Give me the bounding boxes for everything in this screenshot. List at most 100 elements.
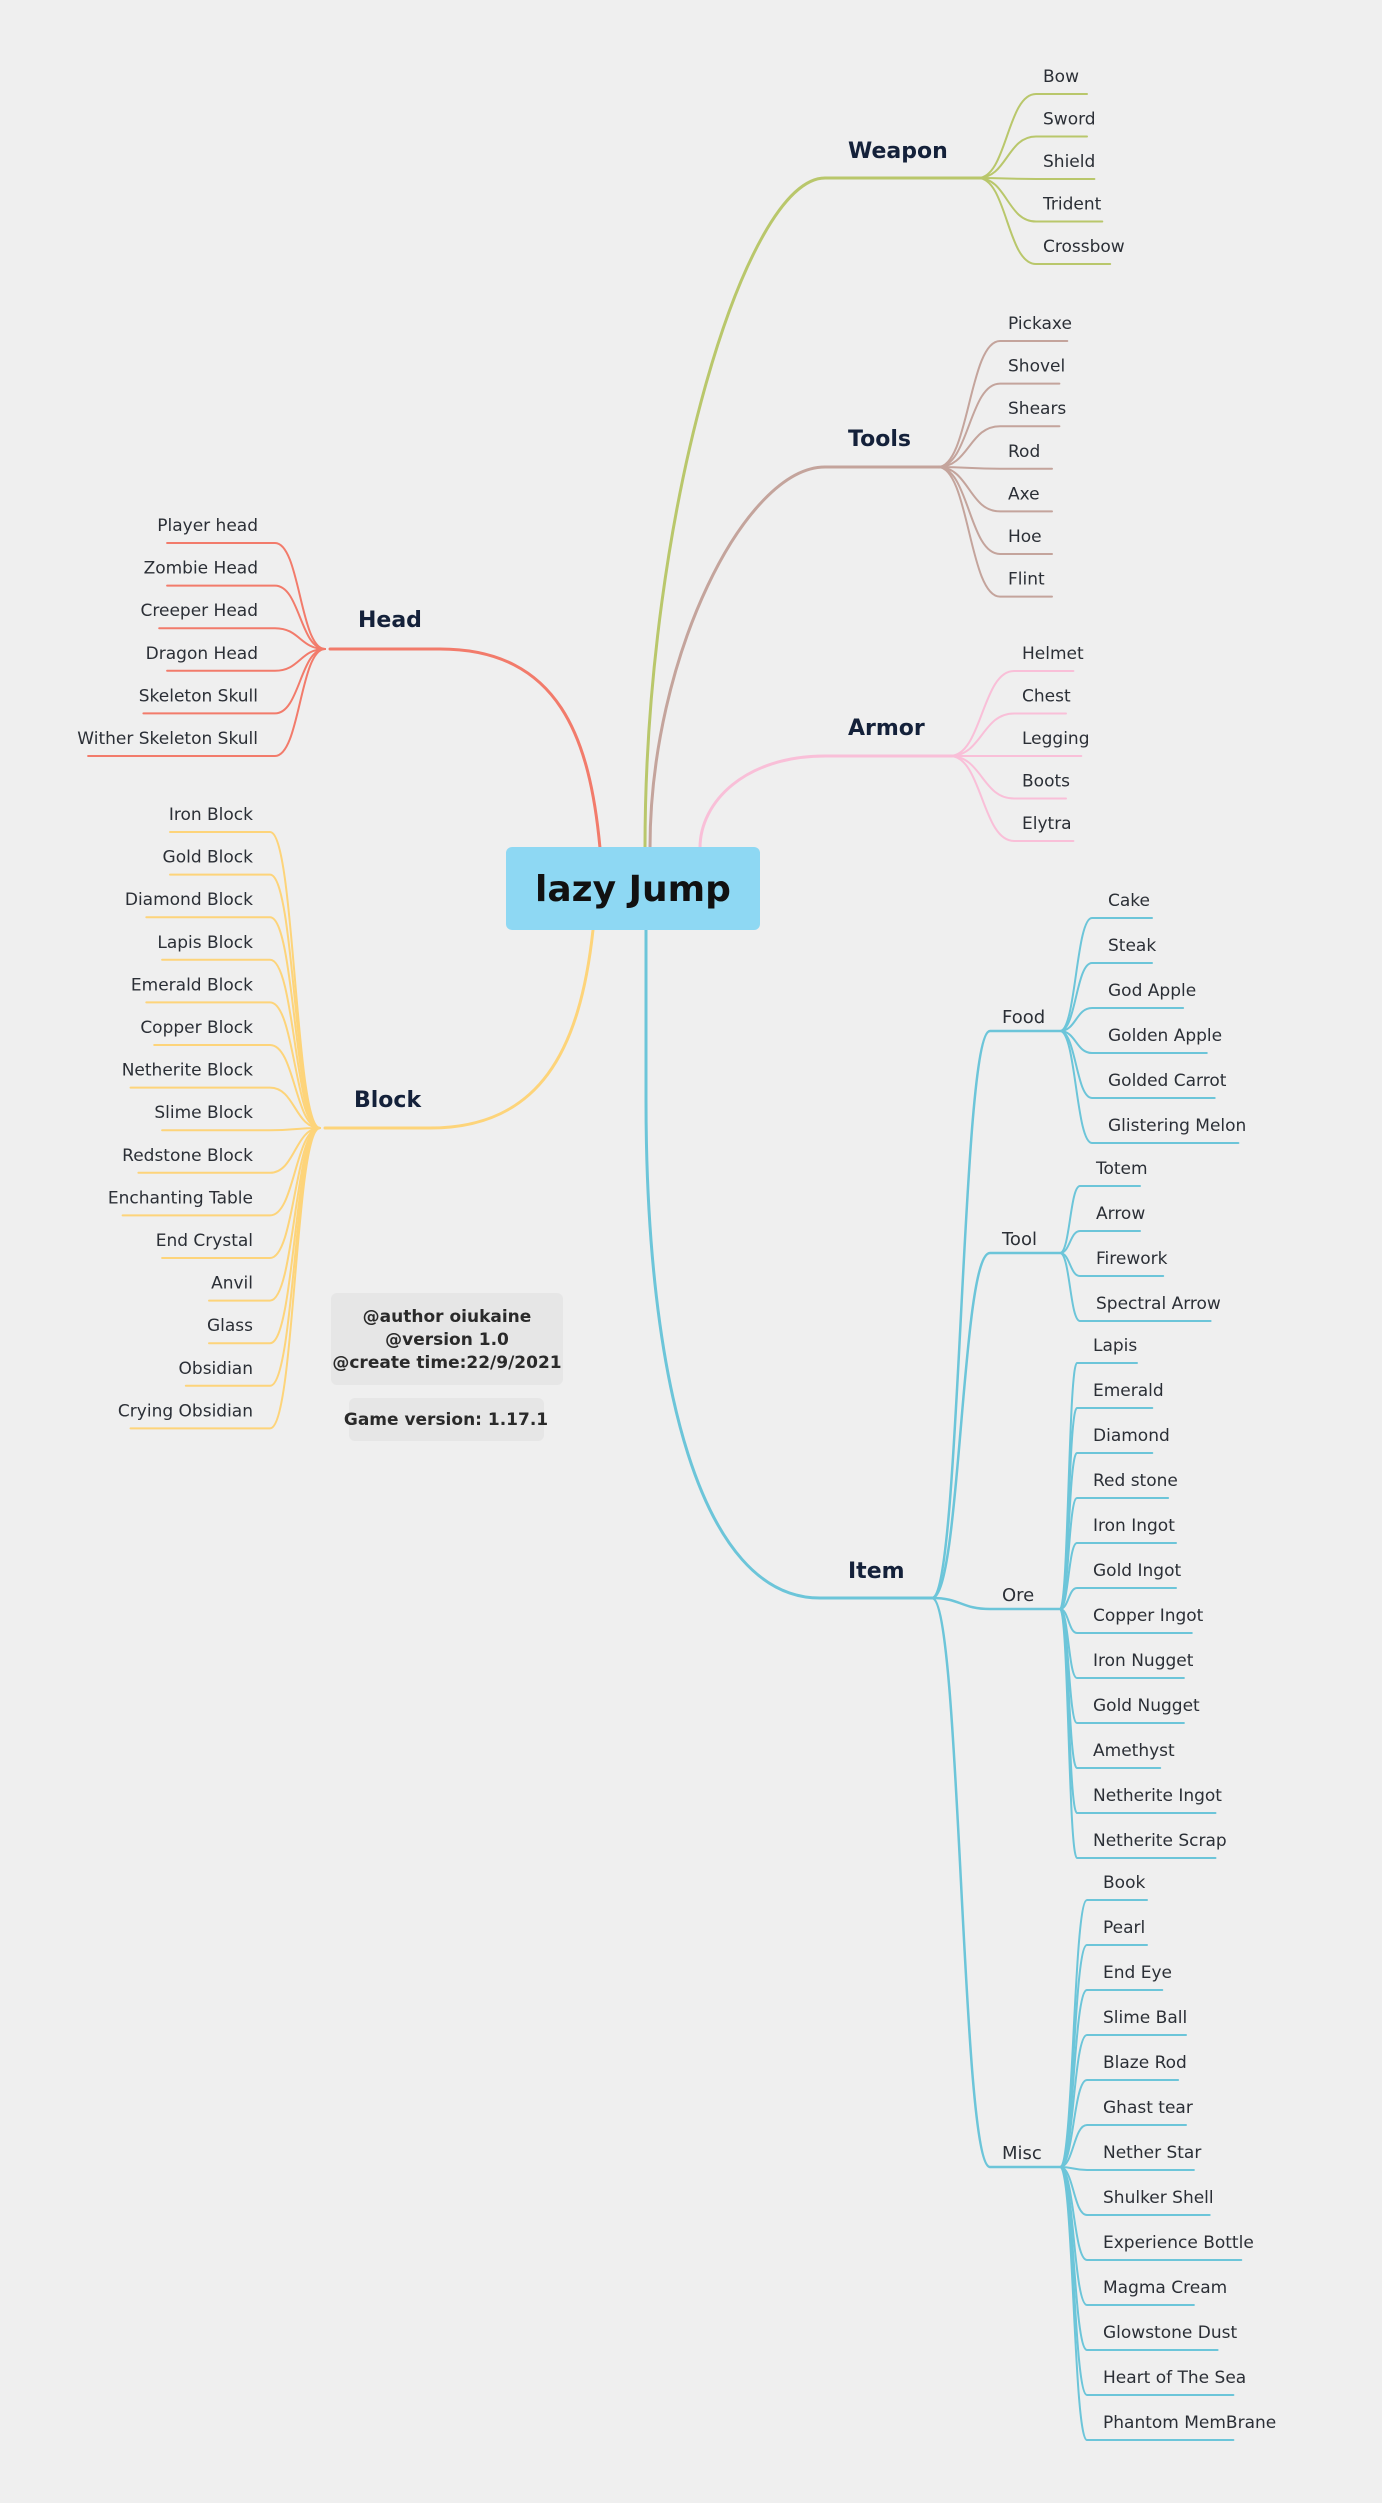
connector-sub-tool	[930, 1251, 1062, 1600]
connector-sub-misc	[930, 1596, 1062, 2169]
node-gold-nugget[interactable]: Gold Nugget	[1093, 1696, 1200, 1716]
node-netherite-block[interactable]: Netherite Block	[122, 1061, 253, 1081]
node-cake[interactable]: Cake	[1108, 891, 1150, 911]
node-magma-cream[interactable]: Magma Cream	[1103, 2278, 1227, 2298]
connector-bow	[977, 93, 1088, 179]
node-experience-bottle[interactable]: Experience Bottle	[1103, 2233, 1254, 2253]
node-golden-apple[interactable]: Golden Apple	[1108, 1026, 1222, 1046]
node-copper-block[interactable]: Copper Block	[140, 1018, 253, 1038]
node-end-crystal[interactable]: End Crystal	[156, 1231, 253, 1251]
node-pickaxe[interactable]: Pickaxe	[1008, 314, 1072, 334]
node-iron-block[interactable]: Iron Block	[169, 805, 253, 825]
branch-weapon[interactable]: Weapon	[848, 139, 948, 164]
node-redstone-block[interactable]: Redstone Block	[122, 1146, 253, 1166]
node-zombie-head[interactable]: Zombie Head	[144, 559, 258, 579]
node-heart-of-the-sea[interactable]: Heart of The Sea	[1103, 2368, 1246, 2388]
connector-flint	[937, 466, 1053, 598]
node-lapis-block[interactable]: Lapis Block	[157, 933, 253, 953]
connector-wither-skeleton-skull	[87, 648, 326, 757]
node-nether-star[interactable]: Nether Star	[1103, 2143, 1201, 2163]
node-crossbow[interactable]: Crossbow	[1043, 237, 1125, 257]
node-glass[interactable]: Glass	[207, 1316, 253, 1336]
node-amethyst[interactable]: Amethyst	[1093, 1741, 1175, 1761]
node-hoe[interactable]: Hoe	[1008, 527, 1042, 547]
node-shulker-shell[interactable]: Shulker Shell	[1103, 2188, 1214, 2208]
connector-red-stone	[1059, 1497, 1170, 1610]
node-slime-block[interactable]: Slime Block	[154, 1103, 253, 1123]
branch-head[interactable]: Head	[358, 608, 422, 633]
node-player-head[interactable]: Player head	[157, 516, 258, 536]
node-firework[interactable]: Firework	[1096, 1249, 1168, 1269]
node-shears[interactable]: Shears	[1008, 399, 1066, 419]
node-netherite-ingot[interactable]: Netherite Ingot	[1093, 1786, 1222, 1806]
node-ghast-tear[interactable]: Ghast tear	[1103, 2098, 1193, 2118]
node-netherite-scrap[interactable]: Netherite Scrap	[1093, 1831, 1227, 1851]
sub-food[interactable]: Food	[1002, 1007, 1045, 1028]
node-book[interactable]: Book	[1103, 1873, 1145, 1893]
node-god-apple[interactable]: God Apple	[1108, 981, 1196, 1001]
node-end-eye[interactable]: End Eye	[1103, 1963, 1172, 1983]
node-emerald-block[interactable]: Emerald Block	[131, 975, 253, 995]
node-emerald[interactable]: Emerald	[1093, 1381, 1164, 1401]
node-red-stone[interactable]: Red stone	[1093, 1471, 1178, 1491]
node-boots[interactable]: Boots	[1022, 772, 1070, 792]
node-glistering-melon[interactable]: Glistering Melon	[1108, 1116, 1246, 1136]
branch-block[interactable]: Block	[354, 1088, 422, 1113]
branch-armor[interactable]: Armor	[848, 716, 925, 741]
node-pearl[interactable]: Pearl	[1103, 1918, 1145, 1938]
connector-slime-block	[161, 1127, 321, 1132]
node-anvil[interactable]: Anvil	[211, 1274, 253, 1294]
node-obsidian[interactable]: Obsidian	[179, 1359, 253, 1379]
node-dragon-head[interactable]: Dragon Head	[146, 644, 258, 664]
connector-crying-obsidian	[129, 1127, 321, 1430]
node-bow[interactable]: Bow	[1043, 67, 1079, 87]
branch-tools[interactable]: Tools	[848, 427, 911, 452]
connector-pickaxe	[937, 340, 1069, 468]
node-arrow[interactable]: Arrow	[1096, 1204, 1145, 1224]
connector-hoe	[937, 466, 1053, 555]
node-elytra[interactable]: Elytra	[1022, 814, 1072, 834]
node-phantom-membrane[interactable]: Phantom MemBrane	[1103, 2413, 1276, 2433]
sub-tool[interactable]: Tool	[1001, 1229, 1037, 1250]
node-legging[interactable]: Legging	[1022, 729, 1090, 749]
node-blaze-rod[interactable]: Blaze Rod	[1103, 2053, 1187, 2073]
node-glowstone-dust[interactable]: Glowstone Dust	[1103, 2323, 1237, 2343]
node-lapis[interactable]: Lapis	[1093, 1336, 1137, 1356]
node-shield[interactable]: Shield	[1043, 152, 1095, 172]
info-version: @version 1.0	[385, 1330, 509, 1350]
node-shovel[interactable]: Shovel	[1008, 357, 1065, 377]
node-iron-ingot[interactable]: Iron Ingot	[1093, 1516, 1175, 1536]
node-iron-nugget[interactable]: Iron Nugget	[1093, 1651, 1194, 1671]
node-skeleton-skull[interactable]: Skeleton Skull	[139, 686, 258, 706]
sub-ore[interactable]: Ore	[1002, 1585, 1034, 1606]
node-rod[interactable]: Rod	[1008, 442, 1040, 462]
node-spectral-arrow[interactable]: Spectral Arrow	[1096, 1294, 1221, 1314]
node-copper-ingot[interactable]: Copper Ingot	[1093, 1606, 1204, 1626]
info-box: @author oiukaine @version 1.0 @create ti…	[331, 1293, 563, 1441]
node-trident[interactable]: Trident	[1042, 195, 1102, 215]
node-crying-obsidian[interactable]: Crying Obsidian	[118, 1401, 253, 1421]
node-slime-ball[interactable]: Slime Ball	[1103, 2008, 1187, 2028]
node-helmet[interactable]: Helmet	[1022, 644, 1084, 664]
node-enchanting-table[interactable]: Enchanting Table	[108, 1188, 253, 1208]
node-axe[interactable]: Axe	[1008, 484, 1040, 504]
node-gold-ingot[interactable]: Gold Ingot	[1093, 1561, 1181, 1581]
sub-misc[interactable]: Misc	[1002, 2143, 1042, 2164]
branch-item[interactable]: Item	[848, 1559, 905, 1584]
node-flint[interactable]: Flint	[1008, 570, 1045, 590]
node-diamond-block[interactable]: Diamond Block	[125, 890, 253, 910]
node-sword[interactable]: Sword	[1043, 110, 1096, 130]
node-diamond[interactable]: Diamond	[1093, 1426, 1170, 1446]
node-creeper-head[interactable]: Creeper Head	[141, 601, 259, 621]
node-chest[interactable]: Chest	[1022, 687, 1071, 707]
connector-axe	[937, 466, 1053, 513]
node-steak[interactable]: Steak	[1108, 936, 1156, 956]
node-totem[interactable]: Totem	[1095, 1159, 1148, 1179]
trunk-item	[644, 928, 934, 1600]
root-node[interactable]: lazy Jump	[506, 847, 760, 930]
node-golded-carrot[interactable]: Golded Carrot	[1108, 1071, 1227, 1091]
trunk-armor	[698, 754, 954, 850]
node-gold-block[interactable]: Gold Block	[163, 848, 254, 868]
connector-redstone-block	[137, 1127, 321, 1174]
node-wither-skeleton-skull[interactable]: Wither Skeleton Skull	[77, 729, 258, 749]
